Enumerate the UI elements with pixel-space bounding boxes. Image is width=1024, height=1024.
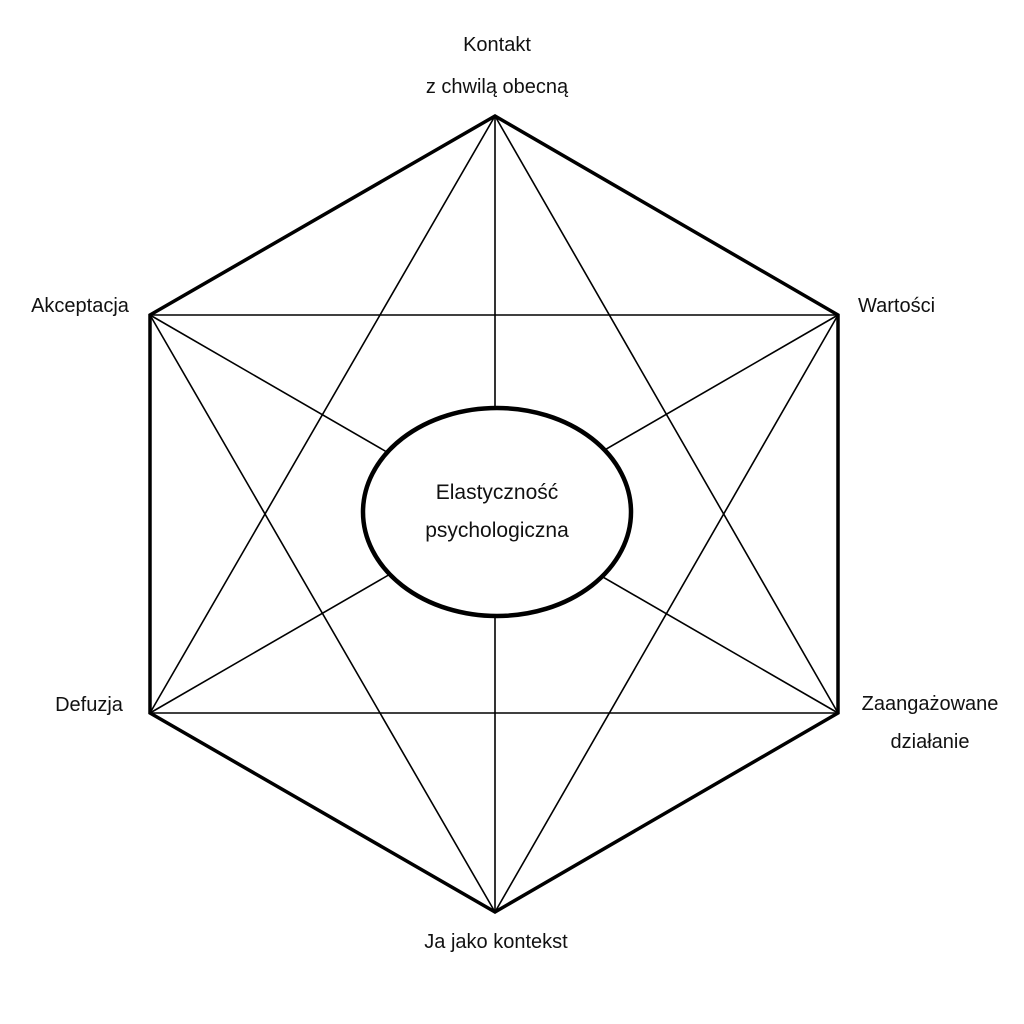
node-label-line: z chwilą obecną bbox=[425, 76, 569, 98]
node-label-line: działanie bbox=[890, 731, 970, 753]
node-label-line: Defuzja bbox=[55, 694, 123, 716]
node-label-line: Ja jako kontekst bbox=[424, 931, 568, 953]
node-label-ja-jako-kontekst: Ja jako kontekst bbox=[424, 921, 567, 963]
node-label-line: Akceptacja bbox=[31, 295, 129, 317]
center-label-line: psychologiczna bbox=[425, 519, 569, 542]
node-label-defuzja: Defuzja bbox=[55, 684, 123, 726]
hexagon-outline bbox=[148, 113, 840, 915]
center-ellipse bbox=[360, 405, 634, 619]
node-label-wartosci: Wartości bbox=[858, 285, 935, 327]
center-label-elastycznosc-psychologiczna: Elastyczność psychologiczna bbox=[425, 474, 569, 550]
node-label-line: Kontakt bbox=[463, 34, 531, 56]
node-label-line: Zaangażowane bbox=[861, 693, 999, 715]
node-label-line: Wartości bbox=[858, 295, 936, 317]
node-label-zaangazowane-dzialanie: Zaangażowane działanie bbox=[862, 685, 999, 761]
node-label-kontakt-z-chwila-obecna: Kontakt z chwilą obecną bbox=[426, 24, 568, 108]
node-label-akceptacja: Akceptacja bbox=[31, 285, 129, 327]
center-label-line: Elastyczność bbox=[435, 481, 559, 504]
